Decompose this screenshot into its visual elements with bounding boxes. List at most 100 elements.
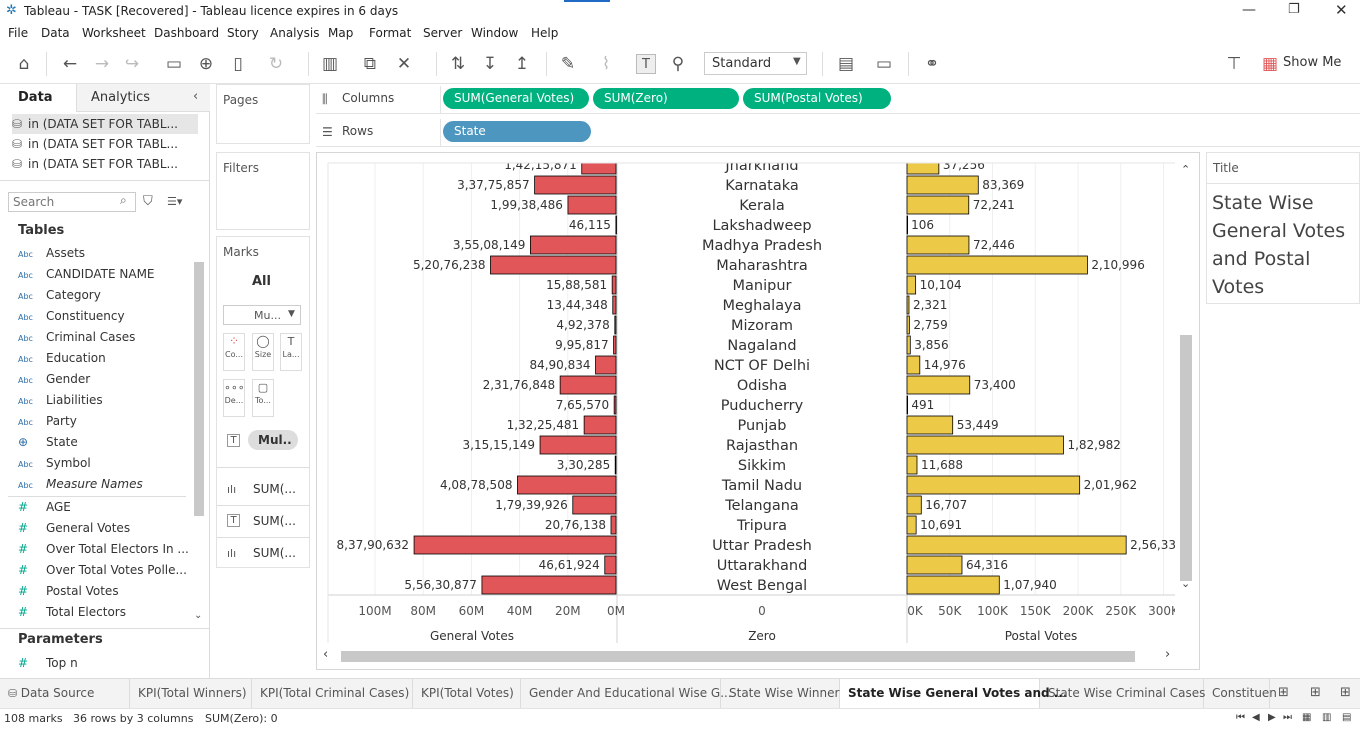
tab-data[interactable]: Data xyxy=(0,84,76,114)
refresh-icon[interactable]: ↻ xyxy=(268,54,284,74)
clear-sheet-icon[interactable]: ✕ xyxy=(396,54,412,74)
color-button[interactable]: ⁘Co... xyxy=(223,333,245,371)
show-cards-icon[interactable]: ▤ xyxy=(837,54,855,74)
measure-names-pill[interactable]: Mul.. xyxy=(248,430,298,450)
vertical-scrollbar[interactable]: ⌃ ⌄ xyxy=(1179,161,1193,593)
pill-sum-postal-votes[interactable]: SUM(Postal Votes) xyxy=(743,88,891,109)
swap-rows-columns-icon[interactable]: ⇅ xyxy=(450,54,466,74)
show-labels-icon[interactable]: T xyxy=(636,54,656,74)
save-icon[interactable]: ▭ xyxy=(165,54,183,74)
highlight-icon[interactable]: ✎ xyxy=(560,54,576,74)
menu-worksheet[interactable]: Worksheet xyxy=(82,26,146,40)
sum-postal-votes-tab[interactable]: SUM(... xyxy=(253,546,296,560)
tab-analytics[interactable]: Analytics ‹ xyxy=(76,84,210,112)
show-me-icon[interactable]: ▦ xyxy=(1261,54,1279,74)
marks-all-label[interactable]: All xyxy=(252,274,271,289)
tooltip-button[interactable]: ▢To... xyxy=(252,379,274,417)
scroll-right-icon[interactable]: › xyxy=(1165,647,1171,662)
vertical-scrollbar-thumb[interactable] xyxy=(1180,335,1192,581)
pill-state[interactable]: State xyxy=(443,121,591,142)
field-item[interactable]: #Over Total Votes Polle... xyxy=(18,560,188,580)
previous-page-icon[interactable]: ◀ xyxy=(1252,712,1260,723)
restore-button[interactable]: ❐ xyxy=(1288,2,1300,17)
scroll-down-icon[interactable]: ⌄ xyxy=(1181,577,1191,590)
new-dashboard-icon[interactable]: ⊞ xyxy=(1310,685,1321,700)
filters-card[interactable]: Filters xyxy=(216,152,310,230)
tab-state-wise-general-votes[interactable]: State Wise General Votes and ... xyxy=(840,679,1067,709)
field-item[interactable]: #Total Electors xyxy=(18,602,188,622)
menu-data[interactable]: Data xyxy=(41,26,70,40)
close-button[interactable]: ✕ xyxy=(1335,1,1348,19)
menu-help[interactable]: Help xyxy=(531,26,559,40)
presentation-mode-icon[interactable]: ▭ xyxy=(875,54,893,74)
redo-icon[interactable]: → xyxy=(94,54,110,74)
menu-dashboard[interactable]: Dashboard xyxy=(154,26,220,40)
sort-descending-icon[interactable]: ↥ xyxy=(514,54,530,74)
tab-constituency[interactable]: Constituen xyxy=(1204,679,1277,709)
horizontal-scrollbar[interactable]: ‹ › xyxy=(321,647,1175,663)
field-item[interactable]: #AGE xyxy=(18,497,188,517)
datasource-item[interactable]: ⛁in (DATA SET FOR TABL... xyxy=(12,154,198,174)
horizontal-scrollbar-thumb[interactable] xyxy=(341,651,1135,662)
field-item[interactable]: #Postal Votes xyxy=(18,581,188,601)
first-page-icon[interactable]: ⏮ xyxy=(1236,712,1245,723)
scroll-left-icon[interactable]: ‹ xyxy=(323,647,329,662)
last-page-icon[interactable]: ⏭ xyxy=(1283,712,1292,723)
columns-shelf[interactable]: ⫼ Columns SUM(General Votes) SUM(Zero) S… xyxy=(316,86,1360,114)
pages-card[interactable]: Pages xyxy=(216,84,310,144)
replay-icon[interactable]: ↪ xyxy=(124,54,140,74)
format-painter-icon[interactable]: ⊤ xyxy=(1226,54,1242,74)
menu-window[interactable]: Window xyxy=(471,26,519,40)
datasource-item[interactable]: ⛁in (DATA SET FOR TABL... xyxy=(12,114,198,134)
field-item[interactable]: ⊕State xyxy=(18,432,188,452)
scroll-up-icon[interactable]: ⌃ xyxy=(1181,163,1191,176)
rows-shelf[interactable]: ☰ Rows State xyxy=(316,119,1360,147)
scrollbar-thumb[interactable] xyxy=(194,262,204,516)
tab-grid-view-icon[interactable]: ▦ xyxy=(1302,712,1312,723)
menu-analysis[interactable]: Analysis xyxy=(270,26,320,40)
fix-axes-icon[interactable]: ⚲ xyxy=(671,54,685,74)
menu-story[interactable]: Story xyxy=(227,26,259,40)
search-input[interactable] xyxy=(13,195,117,209)
tab-state-wise-winner[interactable]: State Wise Winner xyxy=(721,679,840,709)
scroll-down-icon[interactable]: ⌄ xyxy=(194,610,203,621)
mark-type-select[interactable]: Mu... ▼ xyxy=(223,305,301,325)
tab-data-source[interactable]: ⛁ Data Source xyxy=(0,679,130,709)
group-members-icon[interactable]: ⌇ xyxy=(601,54,611,74)
undo-icon[interactable]: ← xyxy=(62,54,78,74)
search-field[interactable]: ⌕ xyxy=(8,192,136,212)
sum-general-votes-tab[interactable]: SUM(... xyxy=(253,482,296,496)
new-datasource-icon[interactable]: ⊕ xyxy=(198,54,214,74)
field-item[interactable]: #General Votes xyxy=(18,518,188,538)
field-item[interactable]: #Over Total Electors In ... xyxy=(18,539,189,559)
sum-zero-tab[interactable]: SUM(... xyxy=(253,514,296,528)
menu-server[interactable]: Server xyxy=(423,26,463,40)
tab-kpi-total-votes[interactable]: KPI(Total Votes) xyxy=(413,679,521,709)
home-icon[interactable]: ⌂ xyxy=(18,54,30,74)
tab-gender-educational[interactable]: Gender And Educational Wise G... xyxy=(521,679,732,709)
collapse-pane-icon[interactable]: ‹ xyxy=(193,89,199,104)
new-worksheet-icon[interactable]: ▥ xyxy=(321,54,339,74)
duplicate-sheet-icon[interactable]: ⧉ xyxy=(363,54,377,74)
tab-list-icon[interactable]: ▤ xyxy=(1342,712,1352,723)
new-worksheet-icon[interactable]: ⊞ xyxy=(1278,685,1289,700)
tab-kpi-total-winners[interactable]: KPI(Total Winners) xyxy=(130,679,252,709)
share-icon[interactable]: ⚭ xyxy=(924,54,940,74)
minimize-button[interactable]: — xyxy=(1242,2,1256,18)
parameter-item[interactable]: #Top n xyxy=(18,653,188,673)
detail-button[interactable]: ∘∘∘De... xyxy=(223,379,245,417)
view-options-icon[interactable]: ☰▾ xyxy=(167,195,183,208)
pause-updates-icon[interactable]: ▯ xyxy=(233,54,243,74)
